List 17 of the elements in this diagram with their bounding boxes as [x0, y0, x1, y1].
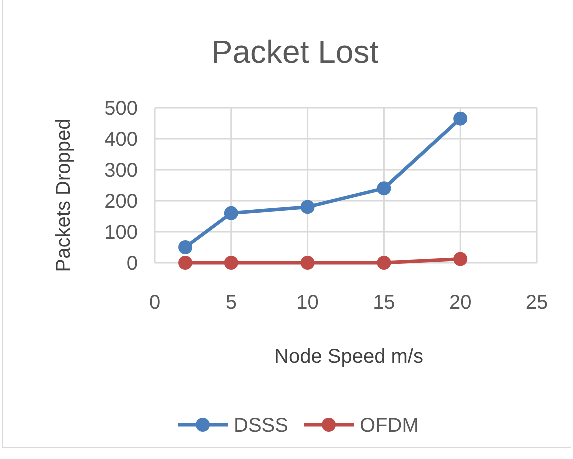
tick-label: 15: [373, 292, 396, 314]
tick-label: 500: [104, 98, 138, 120]
tick-label: 0: [126, 253, 138, 275]
tick-label: 100: [104, 222, 138, 244]
tick-label: 20: [449, 292, 472, 314]
tick-label: 10: [296, 292, 319, 314]
axis-title: Node Speed m/s: [274, 346, 424, 368]
tick-label: 300: [104, 160, 138, 182]
tick-label: 200: [104, 191, 138, 213]
legend-label: DSSS: [234, 415, 288, 437]
legend-label: OFDM: [360, 415, 419, 437]
tick-label: 5: [226, 292, 237, 314]
chart-title: Packet Lost: [211, 34, 379, 70]
tick-label: 25: [526, 292, 548, 314]
tick-label: 400: [104, 129, 138, 151]
axis-title: Packets Dropped: [53, 118, 75, 272]
tick-label: 0: [149, 292, 161, 314]
